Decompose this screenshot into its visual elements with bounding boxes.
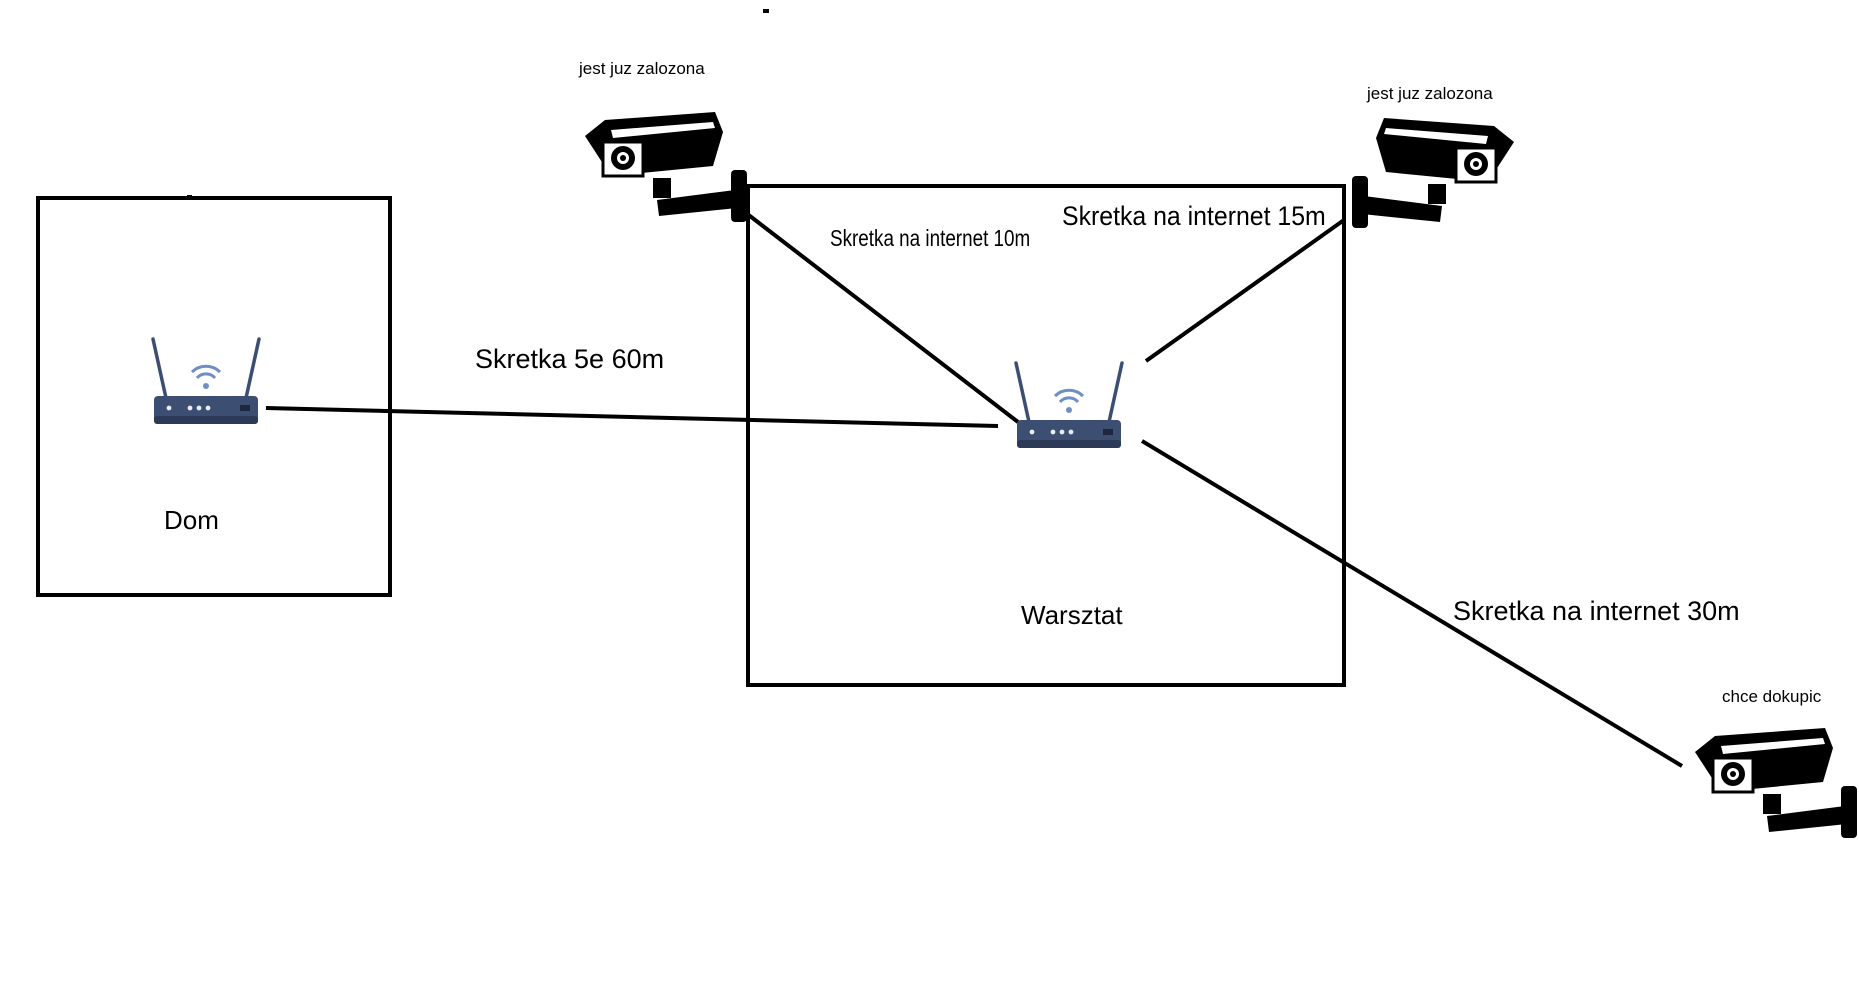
cam2-cable [1144, 218, 1346, 363]
camera-3-status: chce dokupic [1722, 687, 1822, 706]
camera-1-icon [583, 110, 749, 224]
camera-2-status: jest juz zalozona [1367, 84, 1493, 103]
cam3-cable [1140, 439, 1684, 768]
dom-building [36, 196, 392, 597]
dom-router-icon [151, 337, 261, 426]
camera-3-icon [1693, 726, 1859, 840]
cam1-cable-label: Skretka na internet 10m [830, 225, 1031, 251]
warsztat-label: Warsztat [1021, 600, 1123, 630]
main-cable [265, 406, 999, 428]
camera-2-icon [1350, 116, 1516, 230]
cam1-cable [744, 211, 1020, 424]
stray-mark [187, 195, 192, 199]
main-cable-label: Skretka 5e 60m [475, 344, 665, 374]
dom-label: Dom [164, 505, 219, 535]
warsztat-building [746, 184, 1346, 687]
camera-1-status: jest juz zalozona [579, 59, 705, 78]
cam3-cable-label: Skretka na internet 30m [1453, 596, 1740, 626]
stray-mark [763, 9, 769, 13]
cam2-cable-label: Skretka na internet 15m [1062, 201, 1326, 231]
warsztat-router-icon [1014, 361, 1124, 450]
